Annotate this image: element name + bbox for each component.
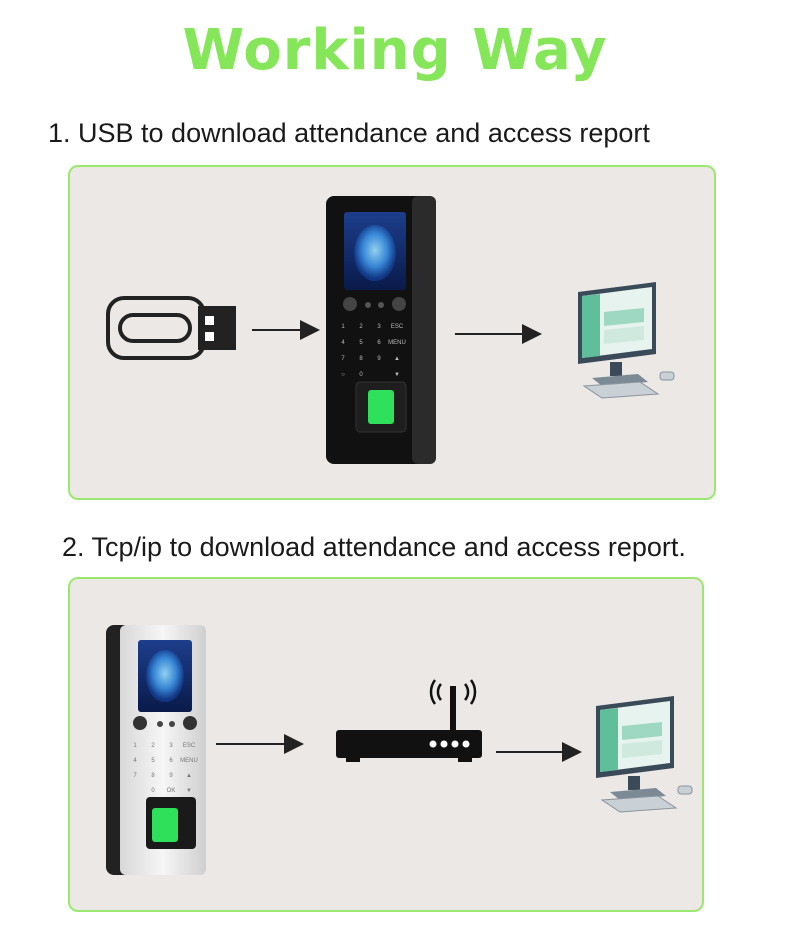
step-2-label: 2. Tcp/ip to download attendance and acc… — [62, 532, 686, 562]
keypad-key: 8 — [359, 356, 363, 362]
keypad-key: 5 — [151, 758, 155, 764]
keypad-key: 9 — [377, 356, 381, 362]
keypad-key: 1 — [133, 743, 137, 749]
fingerprint-sensor-icon — [152, 808, 178, 842]
keypad-key: ▼ — [186, 788, 192, 794]
keypad-key: ▼ — [394, 372, 400, 378]
keypad-key: ▲ — [186, 773, 192, 779]
face-scan-icon — [146, 650, 184, 702]
keypad-key: OK — [167, 788, 176, 794]
keypad-key: ESC — [183, 743, 196, 749]
keypad-key: 0 — [359, 372, 363, 378]
attendance-terminal-silver: 1 2 3 ESC 4 5 6 MENU 7 8 9 ▲ 0 OK ▼ — [106, 625, 206, 875]
keypad: 1 2 3 ESC 4 5 6 MENU 7 8 9 ▲ ○ 0 ▼ — [341, 324, 406, 378]
keypad-key: 5 — [359, 340, 363, 346]
face-scan-icon — [354, 225, 396, 281]
router-icon — [336, 679, 482, 762]
keypad: 1 2 3 ESC 4 5 6 MENU 7 8 9 ▲ 0 OK ▼ — [133, 743, 198, 794]
keypad-key: 4 — [133, 758, 137, 764]
fingerprint-sensor-icon — [368, 390, 394, 424]
keypad-key: 3 — [169, 743, 173, 749]
page-title: Working Way — [182, 18, 608, 83]
keypad-key: ○ — [341, 372, 345, 378]
keypad-key: 7 — [341, 356, 345, 362]
keypad-key: 7 — [133, 773, 137, 779]
keypad-key: MENU — [180, 758, 198, 764]
computer-icon — [596, 696, 693, 813]
keypad-key: 8 — [151, 773, 155, 779]
keypad-key: MENU — [388, 340, 406, 346]
usb-drive-icon — [106, 296, 236, 360]
keypad-key: ESC — [391, 324, 404, 330]
attendance-terminal-black: 1 2 3 ESC 4 5 6 MENU 7 8 9 ▲ ○ 0 ▼ — [326, 196, 436, 464]
keypad-key: 3 — [377, 324, 381, 330]
keypad-key: 6 — [377, 340, 381, 346]
keypad-key: 1 — [341, 324, 345, 330]
keypad-key: 0 — [151, 788, 155, 794]
keypad-key: 6 — [169, 758, 173, 764]
keypad-key: 9 — [169, 773, 173, 779]
step-1-label: 1. USB to download attendance and access… — [48, 118, 650, 148]
keypad-key: ▲ — [394, 356, 400, 362]
keypad-key: 2 — [151, 743, 155, 749]
keypad-key: 2 — [359, 324, 363, 330]
keypad-key: 4 — [341, 340, 345, 346]
computer-icon — [578, 282, 675, 399]
